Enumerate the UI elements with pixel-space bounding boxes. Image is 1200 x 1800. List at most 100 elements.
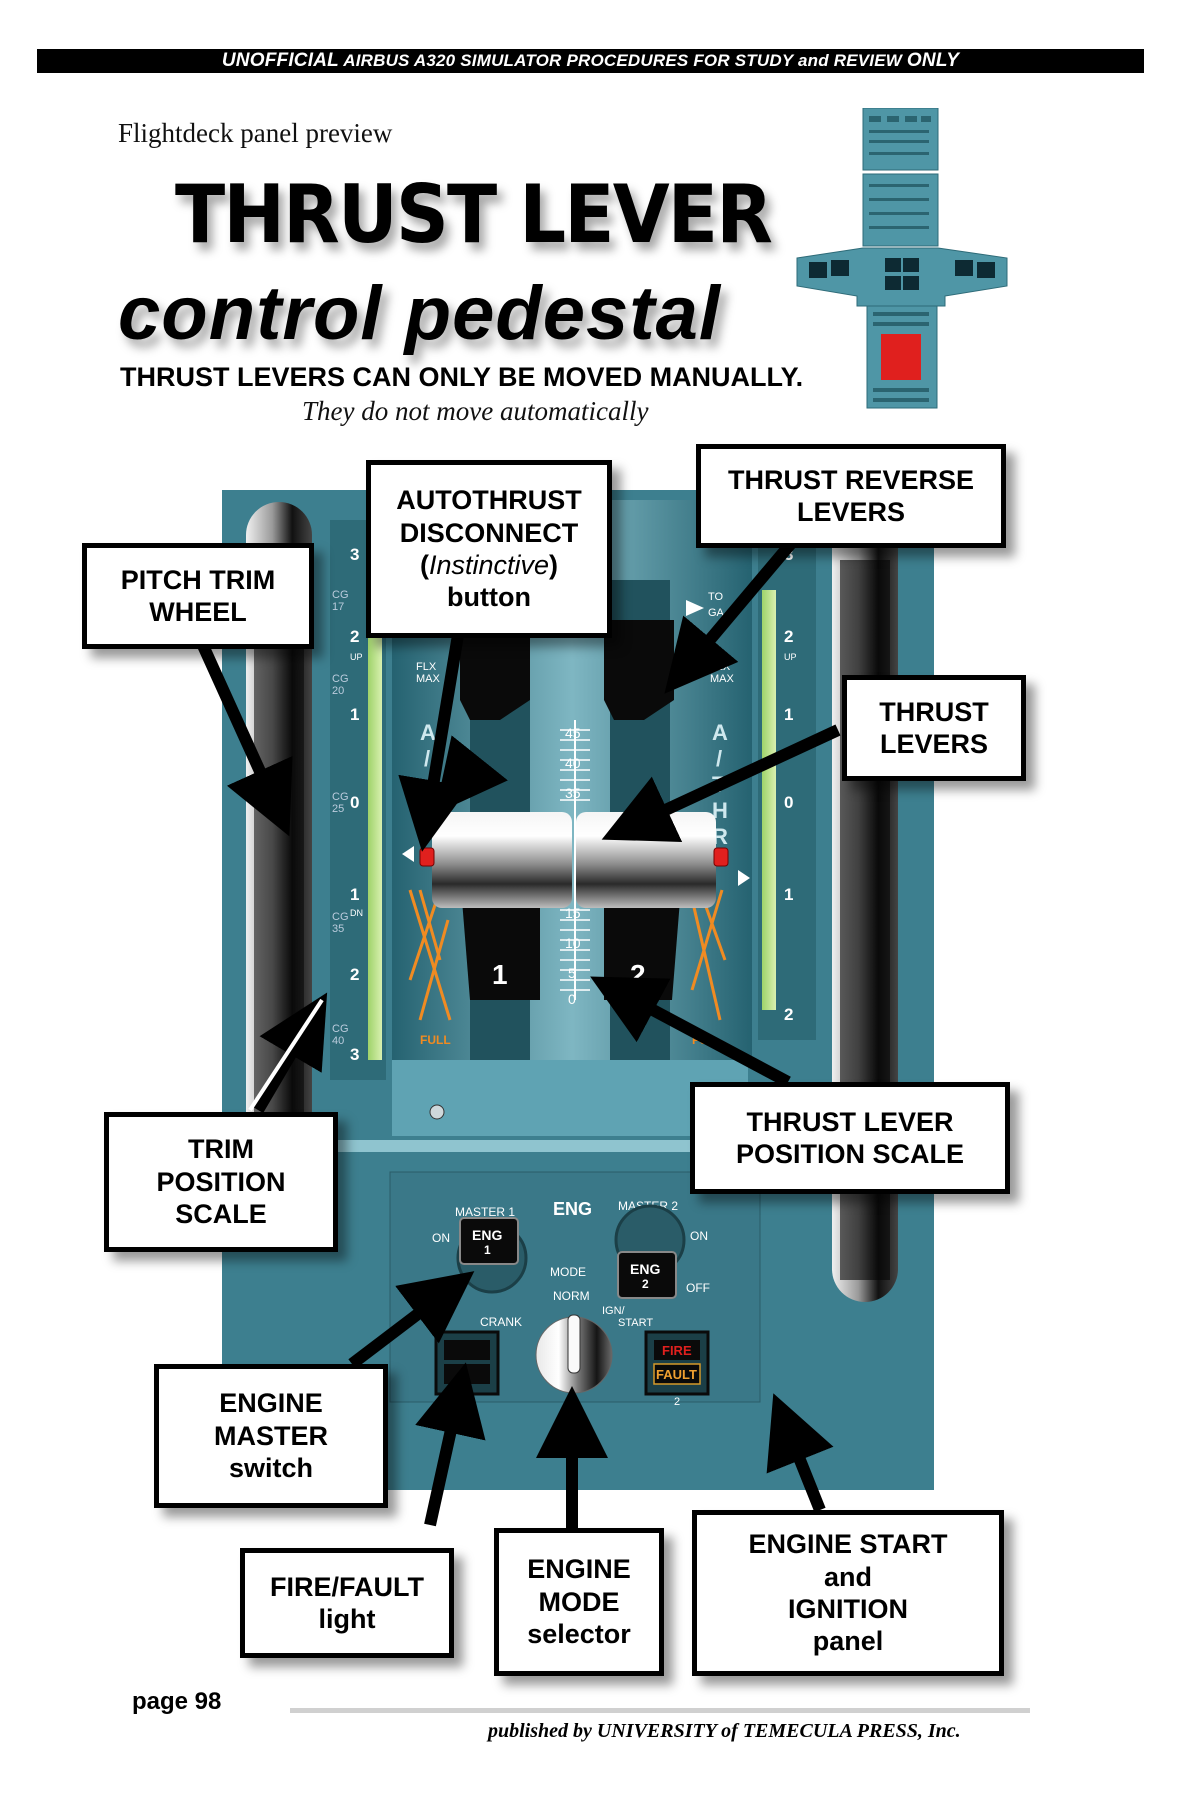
thrust-pedestal-highlight [881, 334, 921, 380]
flx-right-label: FLX [710, 661, 731, 673]
trim-scale-left-mark: 1 [350, 705, 359, 724]
norm-label: NORM [553, 1289, 590, 1303]
lever-detent-marker-right [738, 870, 750, 886]
thrust-lever-1-shaft [462, 900, 540, 1000]
thrust-scale-mark: 10 [565, 935, 581, 951]
publisher-line: published by UNIVERSITY of TEMECULA PRES… [488, 1720, 961, 1742]
crank-label: CRANK [480, 1315, 522, 1329]
trim-scale-right-mark: 2 [784, 1005, 793, 1024]
ledge-screw [429, 1104, 445, 1120]
autothrust-disconnect-button-right [713, 847, 729, 867]
engine-master-switch-1-number: 1 [484, 1243, 491, 1257]
arrow-pitch-trim [190, 627, 293, 837]
pedestal-diagram: 3 2 UP 1 0 1 DN 2 3 CG 17 CG 20 CG 25 CG… [190, 490, 934, 1530]
cg-label: CG [332, 911, 349, 923]
trim-scale-right: 3 2 UP 1 0 1 2 [758, 520, 816, 1040]
thrust-scale-mark: 40 [565, 755, 581, 771]
banner-suffix: ONLY [906, 50, 960, 71]
cg-value: 20 [332, 685, 344, 697]
athr-letter-right: / [716, 746, 722, 771]
ign-start-label: START [618, 1317, 653, 1329]
trim-up-label: UP [350, 652, 363, 662]
engine-master-switch-2 [617, 1251, 677, 1299]
athr-letter-left: / [424, 746, 430, 771]
arrow-master [348, 1271, 475, 1369]
eng-panel-title: ENG [553, 1199, 592, 1219]
engine-master-switch-1 [459, 1217, 519, 1265]
cg-label: CG [332, 673, 349, 685]
cg-value: 25 [332, 803, 344, 815]
thrust-lever-2-handle [576, 812, 716, 908]
thrust-scale-mark: 45 [565, 725, 581, 741]
top-banner: UNOFFICIAL AIRBUS A320 SIMULATOR PROCEDU… [37, 49, 1144, 73]
fire-fault-1-number: 1 [466, 1396, 472, 1408]
trim-scale-left-mark: 0 [350, 793, 359, 812]
mode-label: MODE [550, 1265, 586, 1279]
fire-light-text: FIRE [662, 1343, 692, 1358]
pedestal-ledge [392, 1060, 748, 1136]
engine-master-switch-2-label: ENG [630, 1261, 660, 1277]
thrust-reverse-lever-1 [460, 620, 530, 720]
thrust-lever-1-handle [432, 812, 572, 908]
flightdeck-thumbnail [796, 108, 1008, 409]
master-1-on-label: ON [432, 1231, 450, 1245]
cg-label: CG [332, 1023, 349, 1035]
footer-rule [290, 1708, 1030, 1713]
flx-left-label: FLX [416, 661, 437, 673]
banner-middle: AIRBUS A320 SIMULATOR PROCEDURES FOR STU… [338, 51, 907, 70]
max-left-label: MAX [416, 673, 441, 685]
page-title: THRUST LEVER [175, 168, 773, 261]
toga-detent-marker [686, 600, 704, 616]
page-subtitle: control pedestal [118, 271, 721, 356]
full-reverse-left-label: FULL [420, 1033, 451, 1047]
thrust-scale-mark: 0 [568, 991, 576, 1007]
arrow-start-panel [766, 1393, 834, 1513]
main-instrument-panel [796, 247, 1008, 307]
cg-label: CG [332, 589, 349, 601]
callout-autothrust-disconnect: AUTOTHRUST DISCONNECT (Instinctive) butt… [366, 460, 612, 638]
master-1-label: MASTER 1 [455, 1205, 515, 1219]
trim-scale-left-mark: 3 [350, 1045, 359, 1064]
thrust-lever-2-number: 2 [630, 959, 646, 990]
master-2-on-label: ON [690, 1229, 708, 1243]
cg-value: 17 [332, 601, 344, 613]
ign-start-label: IGN/ [602, 1305, 626, 1317]
engine-master-switch-2-number: 2 [642, 1277, 649, 1291]
arrow-autothrust-2 [434, 735, 508, 815]
engine-master-switch-1-label: ENG [472, 1227, 502, 1243]
manual-subnote: They do not move automatically [302, 396, 649, 426]
trim-scale-left-mark: 2 [350, 627, 359, 646]
thrust-lever-2-shaft [604, 900, 680, 1000]
thrust-reverse-lever-2 [604, 620, 674, 720]
engine-start-panel: ENG MASTER 1 MASTER 2 ON ON OFF ENG 1 EN… [389, 1171, 761, 1408]
trim-scale-left-mark: 2 [350, 965, 359, 984]
toga-to-label: TO [708, 591, 724, 603]
thrust-lever-1-number: 1 [492, 959, 508, 990]
arrow-thrust-levers [601, 724, 841, 842]
arrow-trim-scale-outline [248, 998, 324, 1112]
trim-scale-right-mark: 1 [784, 705, 793, 724]
engine-mode-selector-pointer [567, 1314, 581, 1374]
banner-prefix: UNOFFICIAL [221, 50, 339, 71]
fire-fault-2-number: 2 [674, 1396, 680, 1408]
trim-scale-left-mark: 1 [350, 885, 359, 904]
athr-letter-right: H [712, 798, 728, 823]
athr-letter-left: A [420, 720, 436, 745]
fault-light-text: FAULT [656, 1367, 697, 1382]
master-2-off-label: OFF [686, 1281, 710, 1295]
athr-letter-right: A [712, 720, 728, 745]
trim-scale-right-mark: 0 [784, 793, 793, 812]
thrust-scale-mark: 15 [565, 905, 581, 921]
eyebrow-text: Flightdeck panel preview [118, 118, 393, 148]
trim-dn-label: DN [350, 908, 363, 918]
trim-scale-right-mark: 1 [784, 885, 793, 904]
cg-value: 40 [332, 1035, 344, 1047]
trim-scale-right-mark: 2 [784, 627, 793, 646]
